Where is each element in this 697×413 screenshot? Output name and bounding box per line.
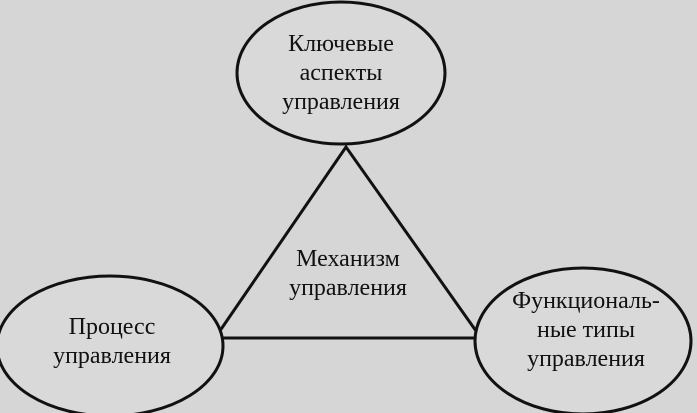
right-node-line-2: ные типы — [537, 317, 635, 343]
mechanism-triangle — [212, 144, 484, 340]
top-node-line-2: аспекты — [299, 60, 383, 86]
top-node-label: Ключевые аспекты управления — [241, 30, 441, 117]
top-node-ellipse — [235, 0, 447, 146]
right-node-line-3: управления — [527, 346, 645, 372]
left-node-label: Процесс управления — [12, 313, 212, 371]
left-node-line-2: управления — [53, 343, 171, 369]
left-node-ellipse — [0, 274, 225, 413]
center-node-line-2: управления — [289, 275, 407, 301]
right-node-label: Функциональ- ные типы управления — [486, 287, 686, 374]
right-node-line-1: Функциональ- — [512, 288, 660, 314]
top-node-line-1: Ключевые — [288, 31, 394, 57]
left-node-line-1: Процесс — [68, 314, 156, 340]
center-node-line-1: Механизм — [296, 246, 400, 272]
right-node-ellipse — [473, 266, 693, 413]
center-node-label: Механизм управления — [248, 245, 448, 303]
top-node-line-3: управления — [282, 89, 400, 115]
